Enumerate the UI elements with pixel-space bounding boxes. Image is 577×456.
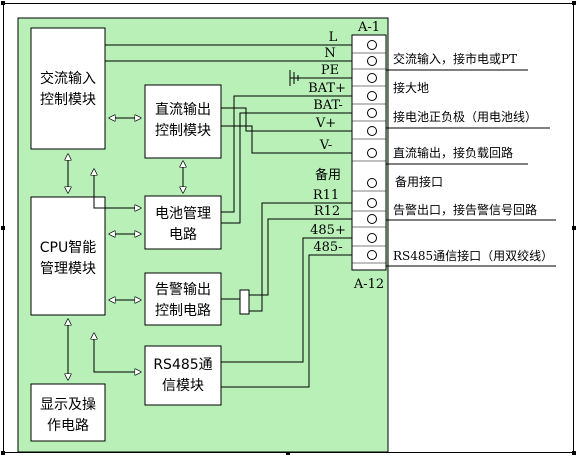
- annotation-ground: 接大地: [393, 80, 429, 95]
- battery-mgmt-label-2: 电路: [169, 227, 197, 243]
- terminal-screw-1: [367, 56, 377, 66]
- terminal-screw-3: [367, 91, 377, 101]
- terminal-screw-8: [367, 198, 377, 208]
- rs485-label-2: 信模块: [162, 378, 204, 394]
- dc-output-block: 直流输出 控制模块: [144, 84, 222, 159]
- alarm-output-label-1: 告警输出: [155, 282, 211, 298]
- battery-mgmt-label-1: 电池管理: [155, 206, 211, 222]
- display-block: 显示及操 作电路: [30, 383, 106, 442]
- corner-mark: [1, 451, 5, 455]
- cpu-label-2: 管理模块: [40, 261, 96, 277]
- terminal-bottom-label: A-12: [353, 277, 384, 292]
- annotation-ac-input: 交流输入，接市电或PT: [393, 51, 517, 66]
- terminal-screw-9: [367, 214, 377, 224]
- annotation-alarm: 告警出口，接告警信号回路: [393, 202, 537, 217]
- corner-mark: [572, 451, 576, 455]
- terminal-screw-4: [367, 108, 377, 118]
- pin-label-3: BAT+: [308, 81, 346, 96]
- ac-input-block: 交流输入 控制模块: [30, 27, 106, 150]
- rs485-block: RS485通 信模块: [144, 345, 222, 406]
- cpu-label-1: CPU智能: [40, 240, 96, 256]
- pin-label-9: R12: [314, 204, 340, 219]
- arrow-cpu-dc: [94, 169, 141, 208]
- display-label-1: 显示及操: [40, 397, 96, 413]
- pin-label-4: BAT-: [313, 98, 343, 113]
- arrow-cpu-rs485: [94, 333, 141, 372]
- pin-label-1: N: [324, 46, 335, 61]
- annotation-spare: 备用接口: [395, 174, 443, 189]
- display-label-2: 作电路: [47, 418, 89, 434]
- wire-R12: [249, 218, 352, 296]
- pin-label-5: V+: [315, 116, 336, 131]
- terminal-screw-10: [367, 233, 377, 243]
- battery-mgmt-block: 电池管理 电路: [144, 195, 222, 250]
- wire-485-plus: [221, 237, 352, 363]
- terminal-screw-0: [367, 40, 377, 50]
- annotation-lines: [385, 45, 556, 267]
- ac-input-label-1: 交流输入: [40, 70, 96, 87]
- terminal-top-label: A-1: [357, 20, 380, 35]
- pin-label-6: V-: [319, 138, 333, 153]
- terminal-screw-2: [367, 73, 377, 83]
- terminal-screw-11: [367, 250, 377, 260]
- terminal-screw-6: [367, 148, 377, 158]
- pin-label-8: R11: [313, 188, 339, 203]
- ac-input-label-2: 控制模块: [40, 92, 96, 108]
- wire-BAT-minus: [221, 112, 352, 224]
- terminal-screw-5: [367, 126, 377, 136]
- pin-label-10: 485+: [310, 223, 346, 238]
- block-arrows: [68, 118, 183, 380]
- cpu-block: CPU智能 管理模块: [30, 196, 106, 316]
- annotations: 交流输入，接市电或PT 接大地 接电池正负极（用电池线） 直流输出，接负载回路 …: [393, 51, 553, 263]
- alarm-output-block: 告警输出 控制电路: [144, 272, 222, 326]
- corner-mark: [1, 1, 5, 5]
- pin-circles: [352, 40, 386, 264]
- relay-resistor: [239, 289, 250, 315]
- wire-V-minus: [221, 125, 352, 154]
- alarm-output-label-2: 控制电路: [155, 303, 211, 319]
- wire-R11: [249, 202, 352, 312]
- wire-485-minus: [221, 254, 352, 388]
- ground-symbol: [289, 70, 300, 86]
- annotation-dc-output: 直流输出，接负载回路: [393, 145, 513, 160]
- dc-output-label-1: 直流输出: [155, 101, 211, 118]
- pin-label-0: L: [329, 30, 338, 45]
- corner-mark: [572, 1, 576, 5]
- rs485-label-1: RS485通: [153, 357, 212, 373]
- wire-V-plus: [221, 107, 352, 132]
- terminal-screw-7: [367, 178, 377, 188]
- wire-BAT-plus: [221, 95, 352, 213]
- corner-mark: [1, 226, 5, 230]
- pin-label-7: 备用: [315, 167, 341, 183]
- pin-label-2: PE: [321, 63, 339, 78]
- annotation-rs485: RS485通信接口（用双绞线）: [393, 248, 553, 263]
- pin-label-11: 485-: [313, 240, 342, 255]
- dc-output-label-2: 控制模块: [155, 123, 211, 139]
- corner-mark: [572, 226, 576, 230]
- annotation-battery: 接电池正负极（用电池线）: [393, 109, 537, 124]
- corner-mark: [286, 451, 290, 455]
